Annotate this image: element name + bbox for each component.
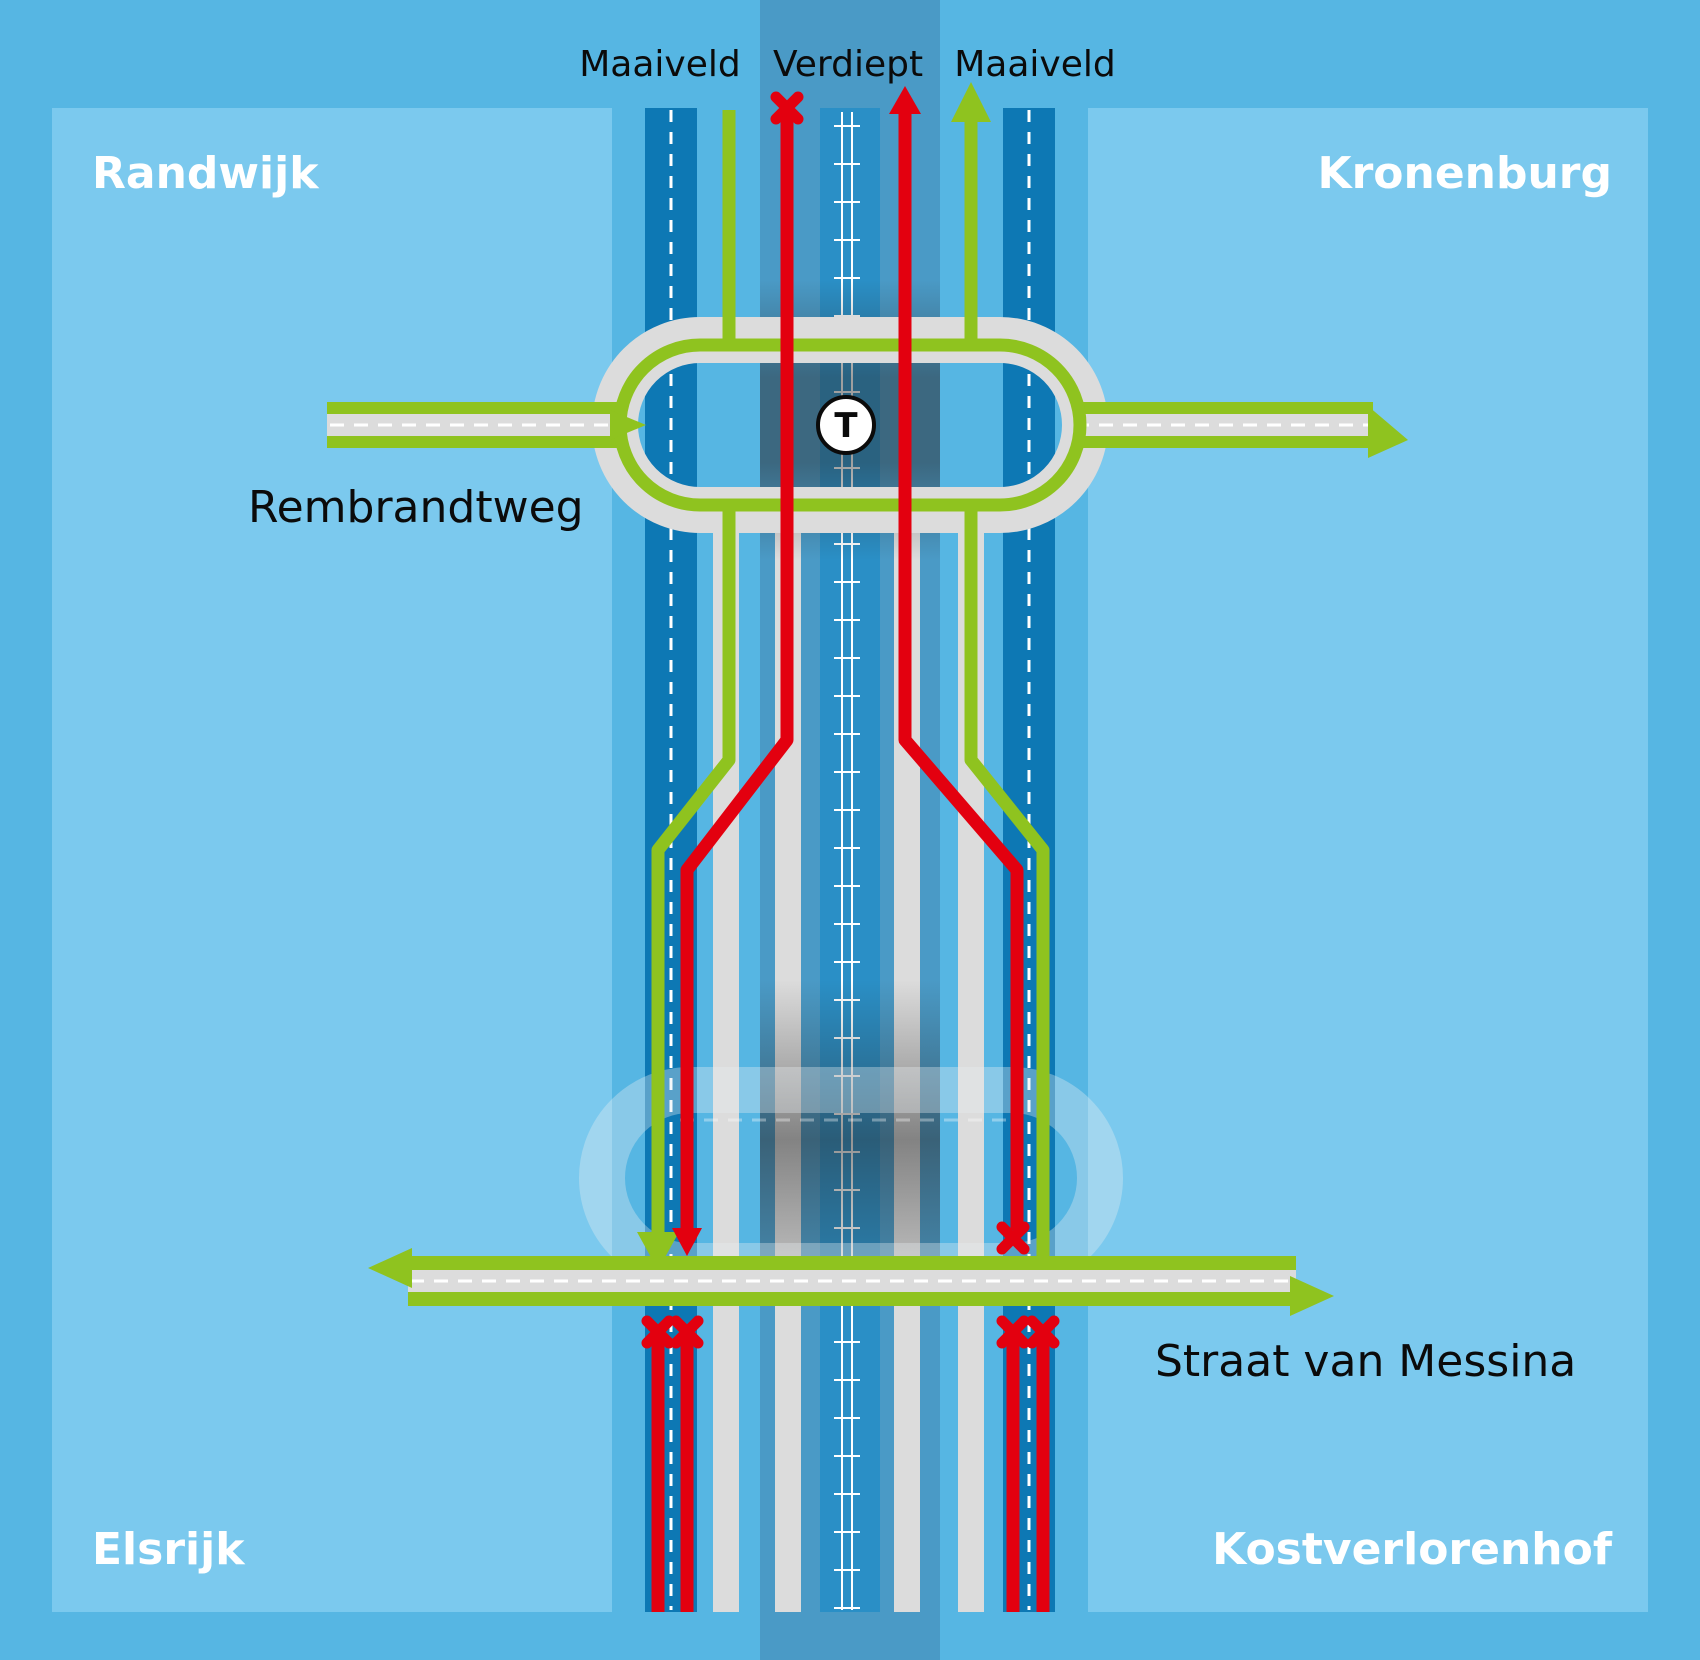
blocked-icon (647, 1321, 669, 1343)
blocked-icon (776, 97, 798, 119)
arrow-down-icon (637, 1232, 679, 1270)
district-panel-top-right (1088, 108, 1648, 1612)
road-label-rembrandtweg: Rembrandtweg (248, 482, 584, 533)
header-verdiept: Verdiept (773, 44, 923, 85)
arrow-right-icon (610, 410, 646, 440)
arrow-left-icon (368, 1248, 412, 1288)
district-elsrijk: Elsrijk (92, 1524, 246, 1575)
blocked-icon (676, 1321, 698, 1343)
tram-stop-letter: T (834, 406, 858, 446)
red-arrow-head (889, 86, 921, 114)
district-kronenburg: Kronenburg (1317, 148, 1612, 199)
arrow-up-icon (951, 82, 991, 122)
road-label-straat-van-messina: Straat van Messina (1155, 1336, 1576, 1387)
red-arrow-down-icon (672, 1228, 702, 1256)
blocked-icon (1002, 1321, 1024, 1343)
tunnel-shadow-lower (760, 980, 940, 1300)
green-arrow-heads (610, 82, 1408, 1270)
blocked-icon (1002, 1227, 1024, 1249)
district-panel-top-left (52, 108, 612, 1612)
district-kostverlorenhof: Kostverlorenhof (1212, 1524, 1613, 1575)
tram-stop-icon: T (816, 395, 876, 455)
arrow-right-icon (1290, 1276, 1334, 1316)
arrow-right-icon (1368, 406, 1408, 458)
green-routes (613, 110, 1087, 1265)
header-maaiveld-right: Maaiveld (954, 44, 1116, 85)
rembrandtweg-road (327, 402, 1373, 448)
district-randwijk: Randwijk (92, 148, 320, 199)
blocked-icon (1032, 1321, 1054, 1343)
red-routes (651, 110, 1050, 1612)
straat-van-messina-road (368, 1248, 1334, 1316)
header-maaiveld-left: Maaiveld (579, 44, 741, 85)
